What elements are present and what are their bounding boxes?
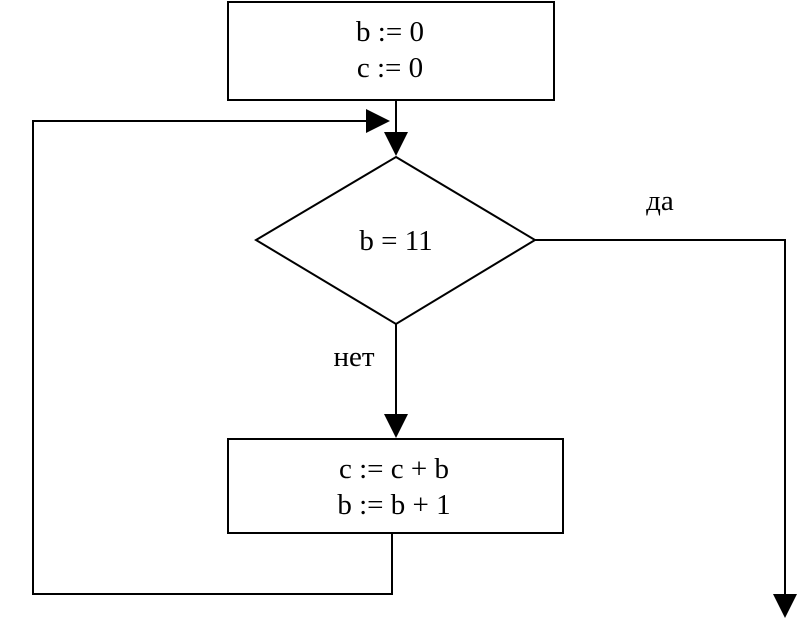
loop-back-connector xyxy=(32,120,393,595)
yes-branch-connector xyxy=(535,239,786,594)
condition-block: b = 11 xyxy=(254,155,537,326)
yes-label: да xyxy=(646,185,674,217)
init-block-line-1: b := 0 xyxy=(356,16,424,48)
condition-text: b = 11 xyxy=(359,225,432,257)
no-label: нет xyxy=(333,341,374,373)
condition-entry-arrowhead xyxy=(384,132,408,156)
body-block-line-2: b := b + 1 xyxy=(337,489,450,521)
body-block: c := c + b b := b + 1 xyxy=(227,438,564,534)
init-block-frame xyxy=(227,1,555,101)
init-block-line-2: c := 0 xyxy=(357,52,423,84)
body-block-frame xyxy=(227,438,564,534)
no-branch-arrowhead xyxy=(384,414,408,438)
loop-back-arrowhead xyxy=(366,109,390,133)
init-block: b := 0 c := 0 xyxy=(227,1,555,101)
body-block-line-1: c := c + b xyxy=(339,453,449,485)
yes-branch-arrowhead xyxy=(773,594,797,618)
